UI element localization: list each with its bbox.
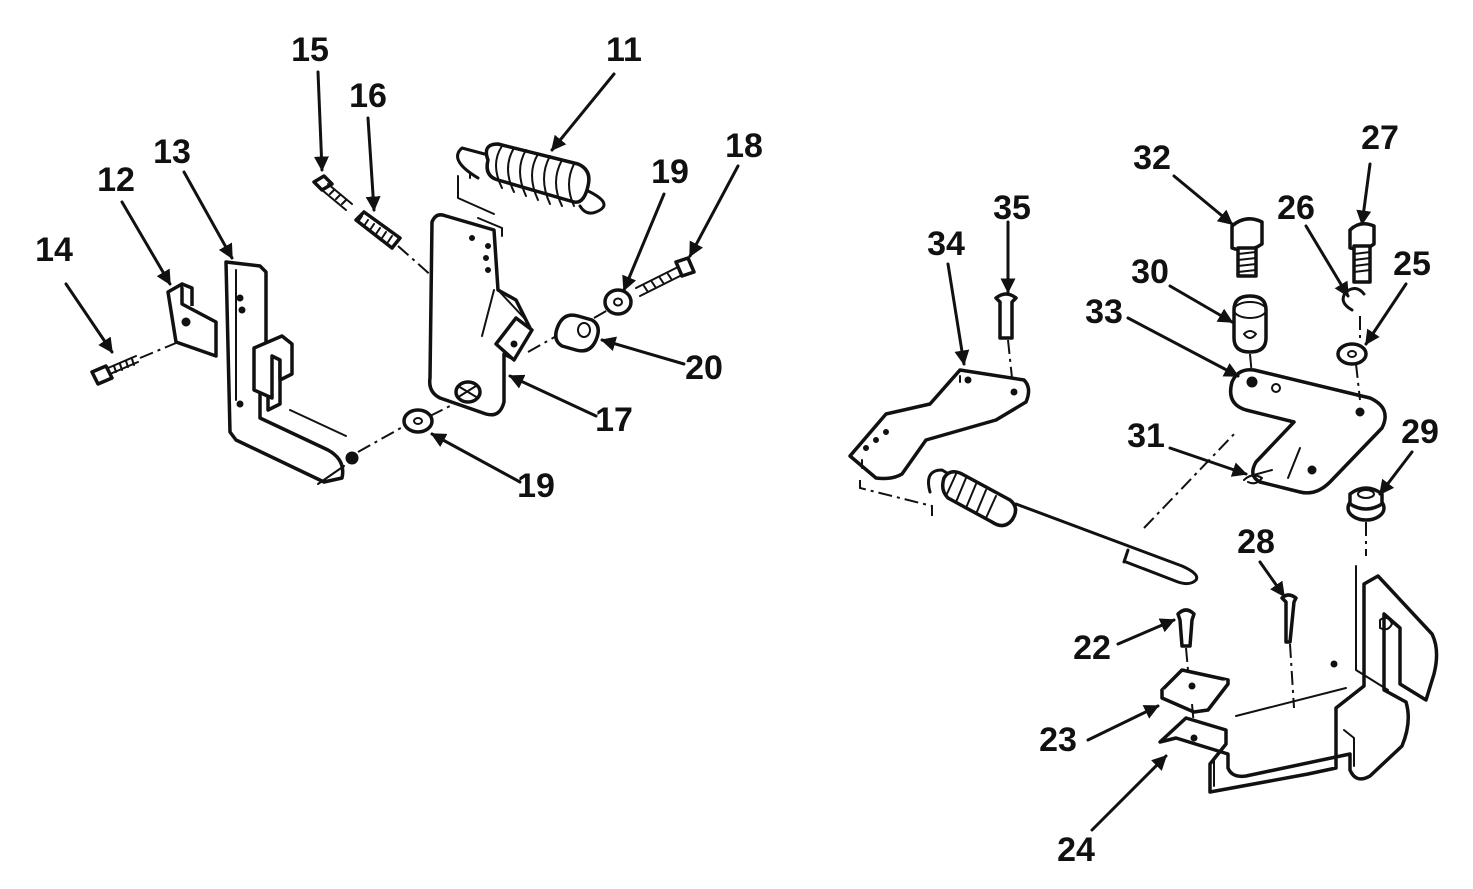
connecting-spring [927, 431, 1237, 586]
leader-14 [64, 282, 114, 354]
callout-24: 24 [1057, 831, 1095, 869]
callout-22: 22 [1073, 629, 1111, 667]
part-26-e-clip [1341, 287, 1366, 340]
leader-34 [946, 262, 970, 366]
part-11-large-spring [456, 142, 606, 237]
part-28-pin [1280, 593, 1298, 709]
part-19-washer-upper [603, 288, 633, 316]
callout-30: 30 [1131, 253, 1169, 291]
leader-16 [365, 116, 381, 212]
leader-17 [508, 374, 598, 418]
callout-19-upper: 19 [651, 153, 689, 191]
callout-16: 16 [349, 77, 387, 115]
left-assembly [90, 142, 696, 485]
callout-31: 31 [1127, 417, 1165, 455]
part-13-l-bracket [224, 260, 409, 485]
leader-27 [1356, 162, 1372, 226]
part-19-washer-lower [402, 399, 463, 434]
callout-15: 15 [291, 31, 329, 69]
leader-13 [182, 170, 234, 260]
part-33-bell-crank [1228, 368, 1387, 495]
part-31-clip [1243, 469, 1273, 485]
callout-29: 29 [1401, 413, 1439, 451]
part-23-plate [1160, 668, 1230, 727]
part-18-screw [635, 256, 696, 297]
callout-17: 17 [595, 401, 633, 439]
part-25-washer [1336, 342, 1368, 401]
part-22-rivet [1176, 608, 1196, 671]
callout-28: 28 [1237, 523, 1275, 561]
leader-20 [600, 336, 686, 366]
callout-27: 27 [1361, 119, 1399, 157]
callout-34: 34 [927, 225, 965, 263]
callout-19-lower: 19 [517, 467, 555, 505]
part-20-spacer [554, 309, 609, 353]
callout-26: 26 [1277, 189, 1315, 227]
leader-15 [313, 70, 329, 172]
leader-28 [1258, 560, 1286, 598]
callout-20: 20 [685, 349, 723, 387]
leader-19b [430, 432, 522, 484]
leader-26 [1304, 224, 1350, 298]
leader-23 [1086, 704, 1160, 742]
part-24-mounting-bracket [1158, 565, 1439, 794]
leader-25 [1364, 282, 1408, 346]
part-30-collar [1232, 294, 1268, 377]
callout-25: 25 [1393, 245, 1431, 283]
callout-labels: 14 12 13 15 16 11 19 18 20 17 19 35 34 3… [35, 31, 1439, 869]
callout-35: 35 [993, 189, 1031, 227]
callout-33: 33 [1085, 293, 1123, 331]
callout-14: 14 [35, 231, 73, 269]
part-12-clip [166, 282, 218, 358]
part-34-lever [848, 368, 1031, 516]
leader-30 [1168, 284, 1234, 324]
part-29-grommet [1346, 486, 1386, 556]
leader-11 [550, 72, 616, 152]
callout-11: 11 [606, 31, 642, 69]
part-27-bolt [1348, 222, 1376, 284]
part-17-lever-plate [427, 213, 561, 417]
leader-32 [1172, 174, 1234, 226]
leader-29 [1378, 450, 1414, 496]
callout-13: 13 [153, 133, 191, 171]
leader-12 [120, 200, 172, 286]
callout-18: 18 [725, 127, 763, 165]
leader-33 [1126, 316, 1240, 378]
part-35-rivet [994, 292, 1018, 379]
part-15-screw [312, 174, 353, 211]
leader-22 [1116, 618, 1176, 646]
leader-31 [1168, 446, 1248, 477]
callout-23: 23 [1039, 721, 1077, 759]
callout-12: 12 [97, 161, 135, 199]
part-32-bolt [1230, 217, 1264, 278]
leader-19a [622, 192, 666, 292]
leader-lines [64, 70, 1414, 832]
callout-32: 32 [1133, 139, 1171, 177]
leader-18 [688, 164, 740, 258]
right-assembly [848, 217, 1439, 794]
part-14-bolt [90, 342, 177, 386]
leader-24 [1090, 754, 1168, 832]
